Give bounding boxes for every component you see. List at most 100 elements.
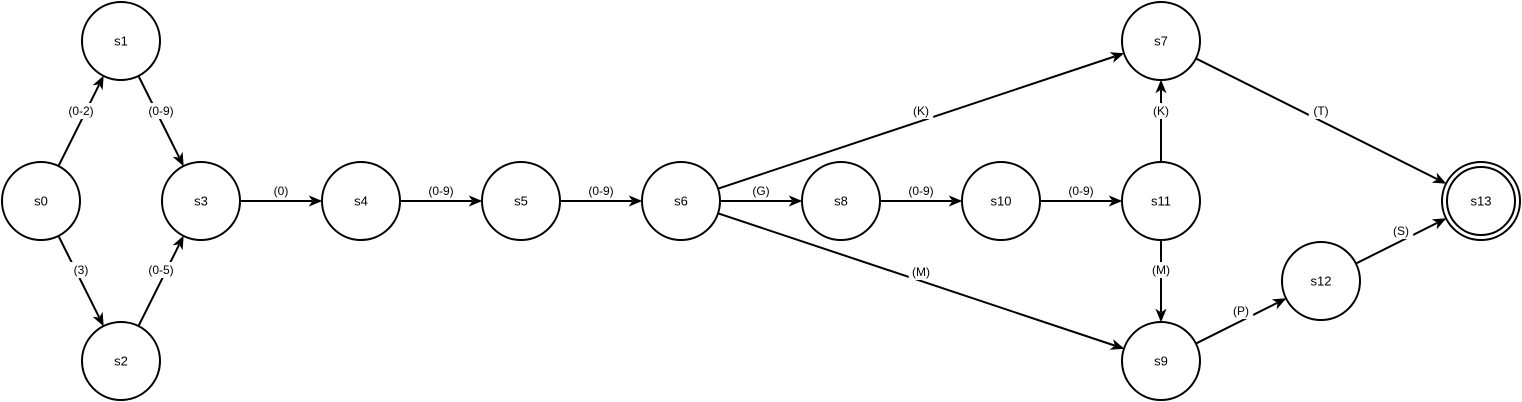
transition-line: [1355, 222, 1438, 265]
state-label: s6: [674, 194, 688, 209]
transition-label-group: (0-9): [422, 183, 460, 199]
state-s8: s8: [801, 161, 881, 241]
transition-line: [717, 55, 1115, 190]
transition-line: [1195, 302, 1278, 345]
transition-s8-to-s10: [880, 195, 963, 207]
arrowhead-icon: [1109, 52, 1125, 63]
state-label: s9: [1154, 354, 1168, 369]
transition-label: (0-9): [588, 184, 613, 198]
transition-s10-to-s11: [1040, 195, 1123, 207]
transition-label: (0-2): [68, 104, 93, 118]
state-circle: [81, 321, 161, 401]
arrowhead-icon: [1155, 79, 1167, 94]
arrowhead-icon: [788, 195, 803, 207]
transition-label-background: [1148, 103, 1174, 119]
transition-label: (S): [1393, 224, 1409, 238]
state-label: s10: [991, 194, 1012, 209]
state-label: s8: [834, 194, 848, 209]
transition-s6-to-s7: [717, 52, 1125, 190]
transition-label-background: [902, 183, 940, 199]
transition-label-background: [68, 262, 94, 278]
transition-label: (0-9): [428, 184, 453, 198]
transition-s6-to-s8: [720, 195, 803, 207]
transition-label-background: [748, 183, 774, 199]
transition-s3-to-s4: [240, 195, 323, 207]
transition-label: (T): [1313, 104, 1328, 118]
transition-s1-to-s3: [137, 75, 184, 167]
transition-s11-to-s9: [1155, 240, 1167, 323]
transition-s5-to-s6: [560, 195, 643, 207]
state-s4: s4: [321, 161, 401, 241]
transition-label: (0): [274, 184, 289, 198]
state-s12: s12: [1281, 241, 1361, 321]
state-label: s7: [1154, 34, 1168, 49]
state-label: s13: [1471, 194, 1492, 209]
transition-label-background: [1062, 183, 1100, 199]
transition-label-group: (0-9): [1062, 183, 1100, 199]
transition-s4-to-s5: [400, 195, 483, 207]
transition-label-background: [268, 183, 294, 199]
arrowhead-icon: [172, 235, 184, 251]
arrowhead-icon: [308, 195, 323, 207]
state-circle: [1, 161, 81, 241]
transitions-layer: [57, 52, 1447, 350]
arrowhead-icon: [92, 75, 104, 91]
state-circle: [321, 161, 401, 241]
state-s3: s3: [161, 161, 241, 241]
state-s9: s9: [1121, 321, 1201, 401]
state-label: s2: [114, 354, 128, 369]
transition-label-group: (0-5): [142, 262, 180, 278]
state-label: s1: [114, 34, 128, 49]
transition-label-group: (3): [68, 262, 94, 278]
state-s7: s7: [1121, 1, 1201, 81]
transition-label: (0-9): [908, 184, 933, 198]
transition-s0-to-s1: [57, 75, 104, 167]
transition-s6-to-s9: [717, 212, 1125, 350]
transition-label-background: [582, 183, 620, 199]
arrowhead-icon: [1431, 172, 1447, 184]
transition-label-background: [1388, 223, 1414, 239]
transition-label-group: (S): [1388, 223, 1414, 239]
arrowhead-icon: [92, 311, 104, 327]
state-label: s3: [194, 194, 208, 209]
transition-s12-to-s13: [1355, 218, 1447, 265]
arrowhead-icon: [1155, 308, 1167, 323]
transition-label: (0-5): [148, 263, 173, 277]
state-s0: s0: [1, 161, 81, 241]
transition-label-group: (0-9): [582, 183, 620, 199]
state-circle: [801, 161, 881, 241]
transition-label-group: (0-2): [62, 103, 100, 119]
transition-line: [137, 244, 180, 327]
arrowhead-icon: [1271, 298, 1287, 310]
transition-s0-to-s2: [57, 235, 104, 327]
transition-s7-to-s13: [1195, 57, 1447, 184]
state-circle: [641, 161, 721, 241]
transition-label-background: [62, 103, 100, 119]
transition-label-background: [142, 262, 180, 278]
transition-label-background: [1148, 262, 1174, 278]
state-circle: [81, 1, 161, 81]
transition-label-group: (K): [1148, 103, 1174, 119]
transition-label: (3): [74, 263, 89, 277]
transition-label-background: [142, 103, 180, 119]
transition-label: (P): [1233, 304, 1249, 318]
transition-label-group: (0-9): [142, 103, 180, 119]
arrowhead-icon: [628, 195, 643, 207]
transition-label-group: (M): [908, 264, 934, 280]
arrowhead-icon: [1108, 195, 1123, 207]
transition-label: (K): [1153, 104, 1169, 118]
state-s5: s5: [481, 161, 561, 241]
accepting-state-inner-circle: [1446, 166, 1516, 236]
transition-label: (G): [752, 184, 769, 198]
transition-label-group: (K): [908, 103, 934, 119]
transition-label-group: (M): [1148, 262, 1174, 278]
transition-label-group: (G): [748, 183, 774, 199]
state-label: s11: [1151, 194, 1171, 209]
arrowhead-icon: [948, 195, 963, 207]
transition-label: (M): [912, 265, 930, 279]
transition-s11-to-s7: [1155, 79, 1167, 162]
state-circle: [161, 161, 241, 241]
transition-line: [57, 84, 100, 167]
